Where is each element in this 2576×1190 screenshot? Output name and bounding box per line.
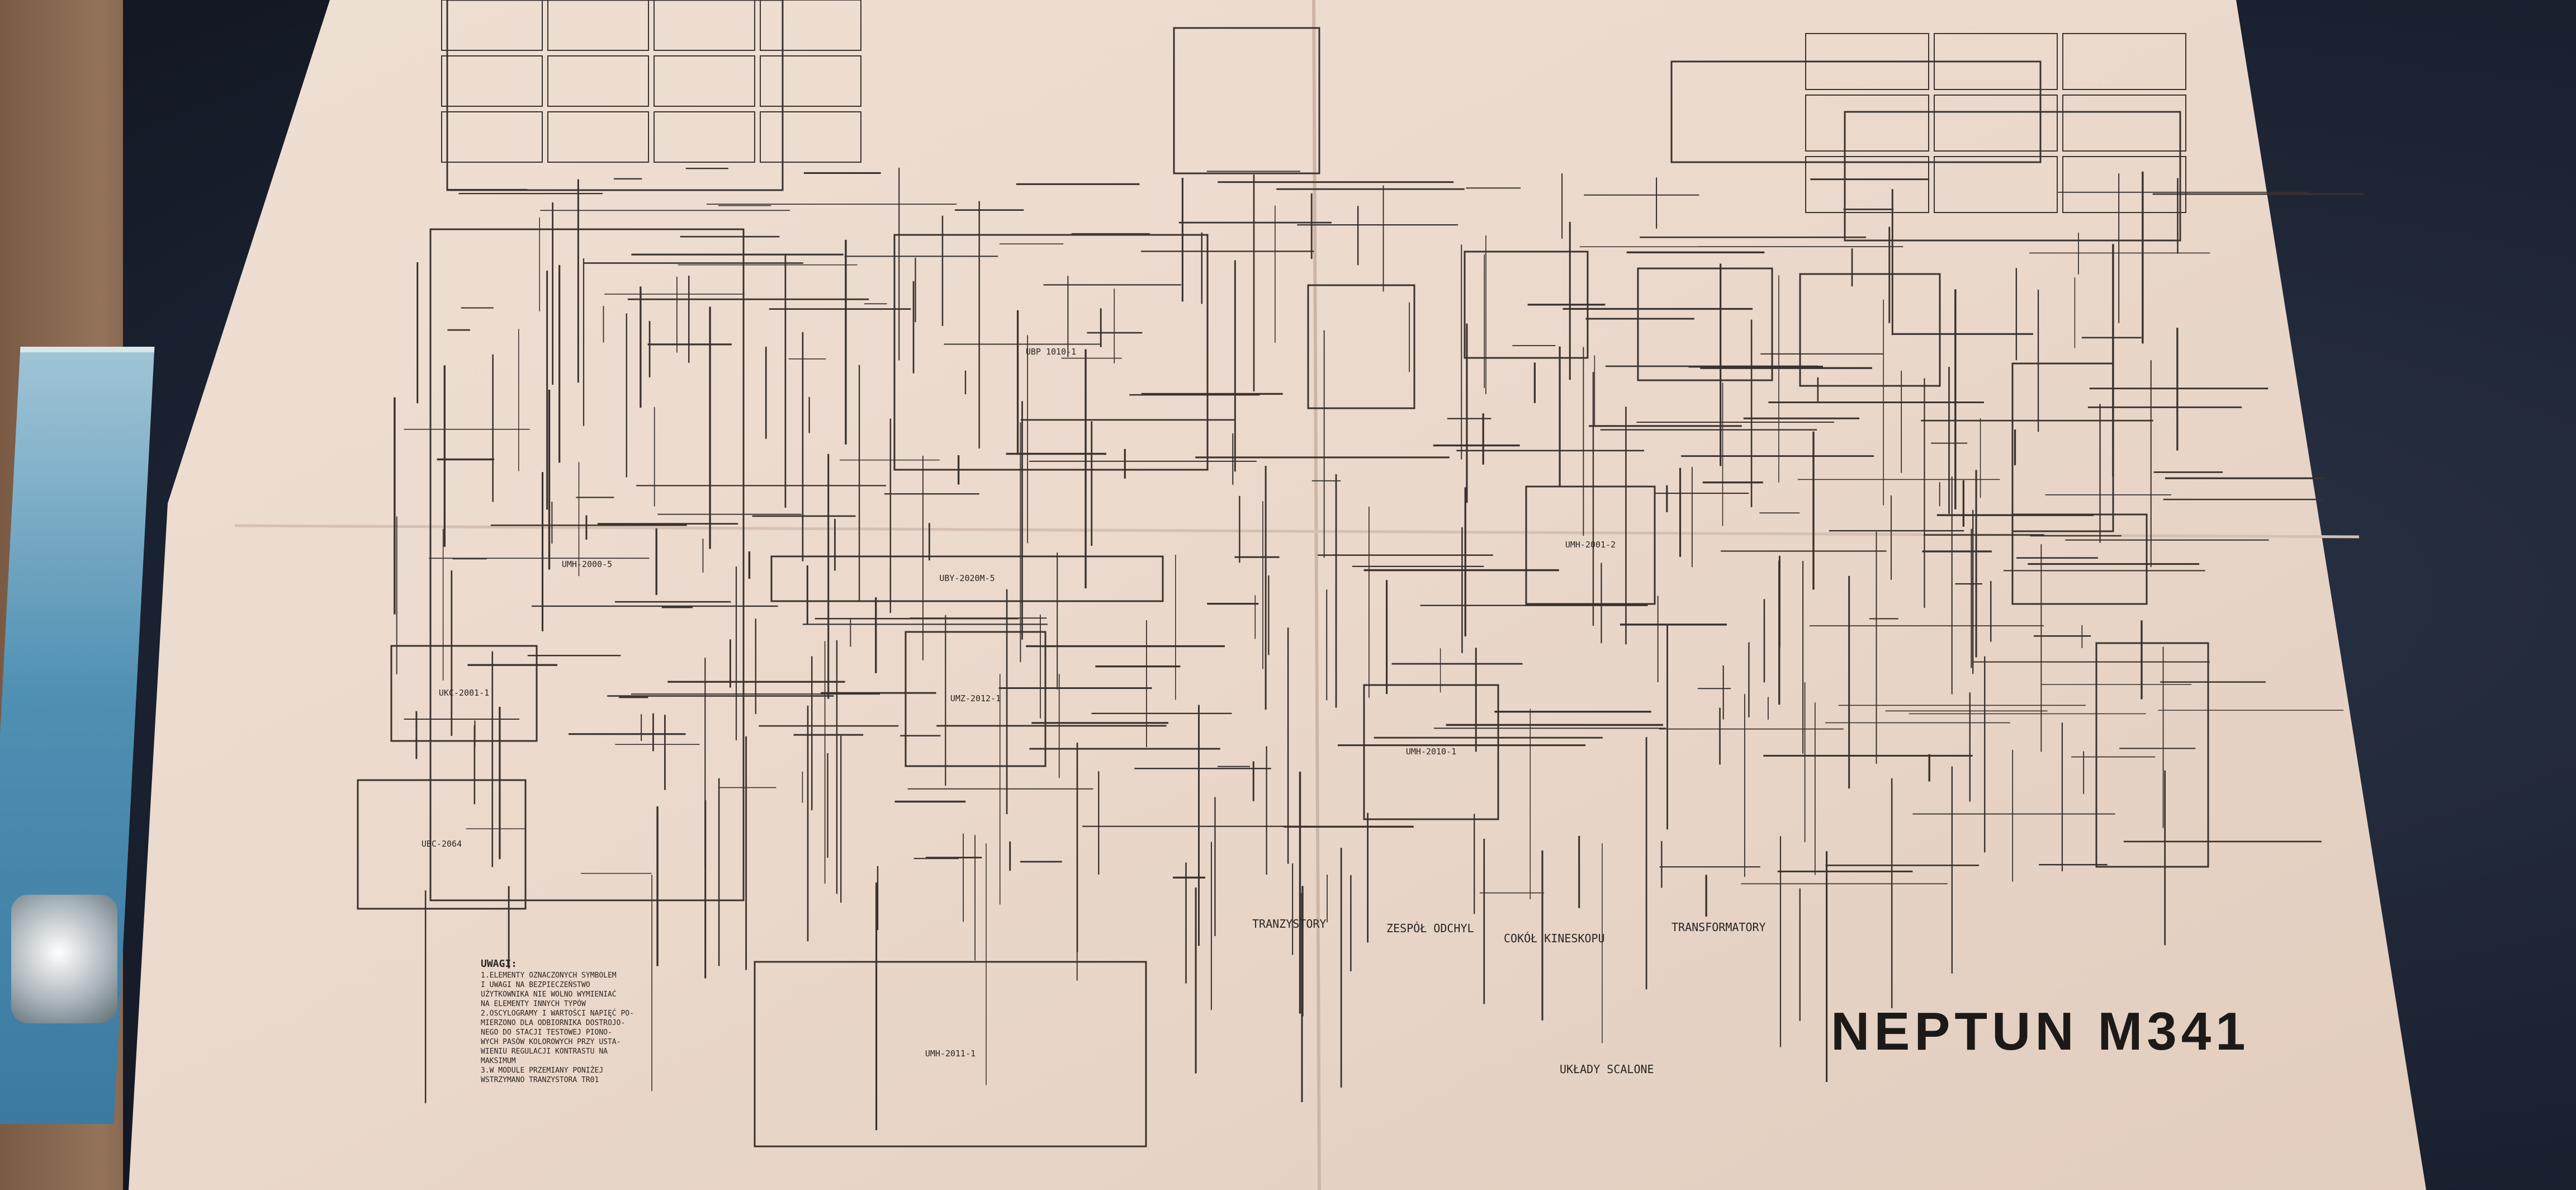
schematic-title: NEPTUN M341 [1831,1002,2250,1061]
module-label: UBC-2064 [421,839,462,849]
brochure-tv-picture [11,895,117,1023]
note-line: UŻYTKOWNIKA NIE WOLNO WYMIENIAĆ [481,990,617,999]
legend-deflection-header: ZESPÓŁ ODCHYL [1386,922,1474,935]
schematic-block [1307,284,1415,409]
oscillogram-panel [2062,33,2186,90]
oscillogram-panel [654,111,755,163]
note-line: 3.W MODULE PRZEMIANY PONIŻEJ [481,1066,604,1075]
oscillogram-panel [1934,95,2058,152]
note-line: NA ELEMENTY INNYCH TYPÓW [481,1000,586,1008]
oscillogram-panel [1805,33,1929,90]
note-line: WSTRZYMANO TRANZYSTORA TR01 [481,1076,599,1084]
module-box [905,631,1046,767]
oscillogram-panel [1934,156,2058,213]
oscillogram-panel [1934,33,2058,90]
oscillogram-panel [2062,156,2186,213]
schematic-block [1173,27,1320,174]
module-box [770,555,1164,602]
notes-heading: UWAGI: [481,958,518,970]
note-line: WIENIU REGULACJI KONTRASTU NA [481,1047,608,1056]
module-box [754,961,1147,1148]
legend-ics-header: UKŁADY SCALONE [1560,1062,1654,1076]
module-box [1363,684,1499,820]
module-label: UMH-2001-2 [1565,540,1616,550]
module-label: UMH-2000-5 [561,559,613,569]
note-line: MAKSIMUM [481,1057,516,1065]
oscillogram-panel [2062,95,2186,152]
oscillogram-panel [547,111,649,163]
module-box [429,228,745,901]
legend-transistors-header: TRANZYSTORY [1252,917,1327,931]
oscillogram-panel [441,55,543,107]
schematic-block [2095,642,2209,868]
oscillogram-panel [1805,156,1929,213]
fold-vertical [1312,0,1321,1190]
module-label: UKC-2001-1 [438,688,490,698]
note-line: NEGO DO STACJI TESTOWEJ PIONO- [481,1028,612,1037]
paper-sheet [129,0,2426,1190]
legend-tube-socket-header: COKÓŁ KINESKOPU [1504,932,1605,945]
module-box [893,234,1209,471]
module-label: UMZ-2012-1 [950,693,1001,703]
module-label: UMH-2010-1 [1405,747,1457,757]
oscillogram-panel [1805,95,1929,152]
schematic-block [1799,273,1941,387]
oscillogram-panel [760,0,861,51]
module-label: UBP 1010-1 [1025,347,1077,357]
oscillogram-panel [547,55,649,107]
note-line: I UWAGI NA BEZPIECZEŃSTWO [481,981,590,989]
note-line: WYCH PASÓW KOLOROWYCH PRZY USTA- [481,1038,621,1046]
module-box [1525,485,1656,605]
oscillogram-panel [547,0,649,51]
module-box [357,779,527,910]
module-label: UMH-2011-1 [925,1049,976,1059]
schematic-block [1637,267,1773,381]
oscillogram-panel [441,111,543,163]
legend-transformers-header: TRANSFORMATORY [1671,920,1766,934]
oscillogram-panel [760,111,861,163]
module-label: UBY-2020M-5 [939,573,995,583]
note-line: 1.ELEMENTY OZNACZONYCH SYMBOLEM [481,971,617,980]
oscillogram-panel [654,55,755,107]
schematic-block [446,0,784,191]
oscillogram-panel [760,55,861,107]
oscillogram-panel [654,0,755,51]
schematic-block [1844,111,2181,242]
module-box [390,645,538,742]
oscillogram-panel [441,0,543,51]
note-line: MIERZONO DLA ODBIORNIKA DOSTROJO- [481,1019,626,1027]
note-line: 2.OSCYLOGRAMY I WARTOŚCI NAPIĘĆ PO- [481,1009,634,1018]
